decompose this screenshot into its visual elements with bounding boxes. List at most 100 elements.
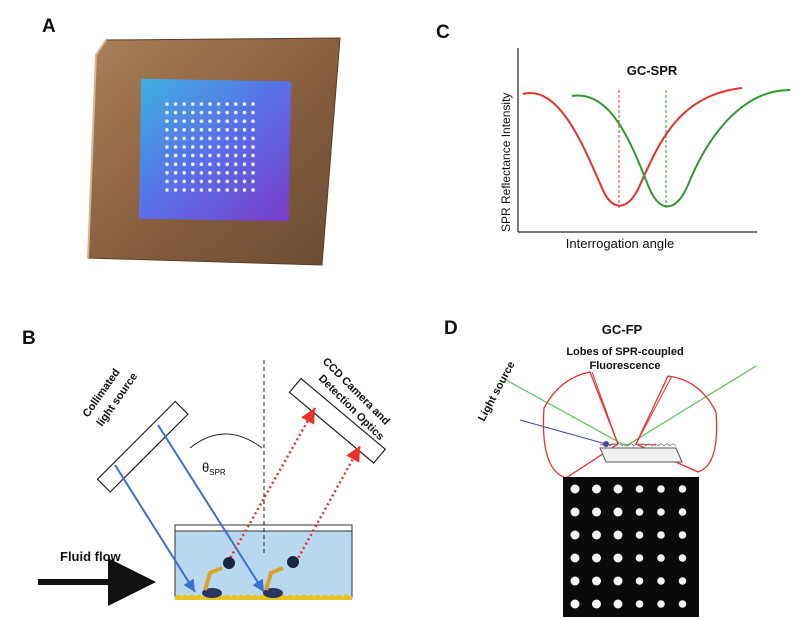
microarray-spot	[225, 145, 229, 149]
microarray-spot	[225, 102, 229, 106]
fluorescence-spot	[635, 577, 644, 585]
fluorescence-spot	[613, 530, 623, 540]
fluorescence-spot	[613, 576, 623, 586]
microarray-spot	[242, 128, 247, 132]
fluorescence-spot	[613, 484, 623, 494]
microarray-spot	[208, 188, 212, 192]
microarray-spot	[216, 162, 221, 166]
fluorescence-spot	[635, 600, 644, 608]
fluorescence-spot	[657, 531, 665, 539]
microarray-spot	[208, 136, 212, 141]
gold-bump	[294, 594, 300, 600]
gold-bump	[322, 594, 328, 600]
microarray-spot	[242, 162, 247, 166]
microarray-spot	[234, 145, 238, 149]
microarray-spot	[182, 162, 186, 166]
gold-bump	[182, 594, 188, 600]
microarray-spot	[165, 110, 169, 115]
microarray-spot	[191, 145, 195, 149]
microarray-spot	[182, 110, 186, 115]
capture-molecule-1	[202, 557, 235, 598]
flow-cell	[174, 530, 353, 598]
fluorescence-spot	[570, 599, 580, 609]
microarray-spot	[165, 102, 169, 106]
microarray-spot	[165, 119, 169, 123]
microarray-spot	[173, 162, 178, 166]
gold-bump	[189, 594, 195, 600]
fluorescence-spot	[613, 553, 623, 563]
microarray-spot	[216, 179, 221, 184]
gold-bump	[336, 594, 342, 600]
fluorescence-spot	[678, 531, 687, 539]
microarray-spot	[242, 110, 247, 115]
microarray-spot	[251, 171, 255, 175]
microarray-spot	[242, 171, 247, 175]
right-lobe	[635, 375, 718, 473]
microarray-spot	[199, 153, 204, 158]
microarray-spot	[199, 110, 204, 115]
spr-chart: GC-SPR SPR Reflectance Intensity Interro…	[499, 48, 791, 251]
microarray-spot	[216, 145, 221, 149]
microarray-spot	[216, 136, 221, 141]
microarray-spot	[208, 110, 212, 115]
fluorescence-spot	[657, 554, 665, 562]
microarray-spot	[199, 136, 204, 141]
microarray-spot	[165, 188, 169, 192]
microarray-spot	[208, 171, 212, 175]
fluorescence-spot	[678, 577, 687, 585]
green-spr-curve	[571, 89, 791, 208]
microarray-spot	[173, 136, 178, 141]
microarray-spot	[199, 128, 204, 132]
microarray-spot	[182, 119, 186, 123]
lobes-label-2: Fluorescence	[590, 360, 661, 372]
microarray-spot	[199, 162, 204, 166]
microarray-spot	[199, 188, 204, 192]
incident-beam-2	[157, 424, 265, 593]
microarray-spot	[234, 128, 238, 132]
microarray-spot	[165, 179, 169, 184]
fluorescence-spot	[657, 600, 665, 608]
fluorescence-spot	[678, 600, 687, 608]
gc-fp-diagram: GC-FP Lobes of SPR-coupled Fluorescence …	[476, 322, 757, 617]
microarray-spot	[234, 102, 238, 106]
gold-bump	[245, 594, 251, 600]
fluorescence-spot	[635, 531, 644, 539]
microarray-spot	[225, 179, 229, 184]
microarray-spot	[242, 145, 247, 149]
microarray-spot	[251, 102, 255, 106]
microarray-spot	[216, 128, 221, 132]
fluorescence-spot	[678, 554, 687, 562]
microarray-spot	[234, 171, 238, 175]
red-spr-curve	[522, 87, 743, 207]
microarray-spot	[199, 171, 204, 175]
chip-grating	[603, 443, 677, 447]
gold-bump	[231, 594, 237, 600]
gold-bump	[315, 594, 321, 600]
microarray-spot	[182, 171, 186, 175]
microarray-spot	[191, 179, 195, 184]
microarray-spot	[191, 102, 195, 106]
microarray-spot	[173, 102, 178, 106]
excitation-ray	[519, 419, 607, 445]
microarray-spot	[208, 153, 212, 158]
fluorescence-spot	[570, 576, 580, 586]
microarray-spot	[225, 136, 229, 141]
microarray-spot	[182, 179, 186, 184]
microarray-spot	[242, 119, 247, 123]
fluorescence-spot	[592, 576, 601, 586]
microarray-spot	[234, 162, 238, 166]
microarray-spot	[208, 179, 212, 184]
microarray-spot	[191, 171, 195, 175]
gold-bump	[287, 594, 293, 600]
gold-bump	[343, 594, 349, 600]
microarray-spot	[182, 136, 186, 141]
microarray-spot	[199, 102, 204, 106]
fluorescence-spot	[613, 507, 623, 517]
microarray-spot	[173, 153, 178, 158]
microarray-spot	[225, 119, 229, 123]
microarray-spot	[251, 145, 255, 149]
fluorescence-spot	[592, 599, 601, 609]
microarray-spot	[234, 110, 238, 115]
microarray-spot	[242, 136, 247, 141]
microarray-spot	[199, 145, 204, 149]
